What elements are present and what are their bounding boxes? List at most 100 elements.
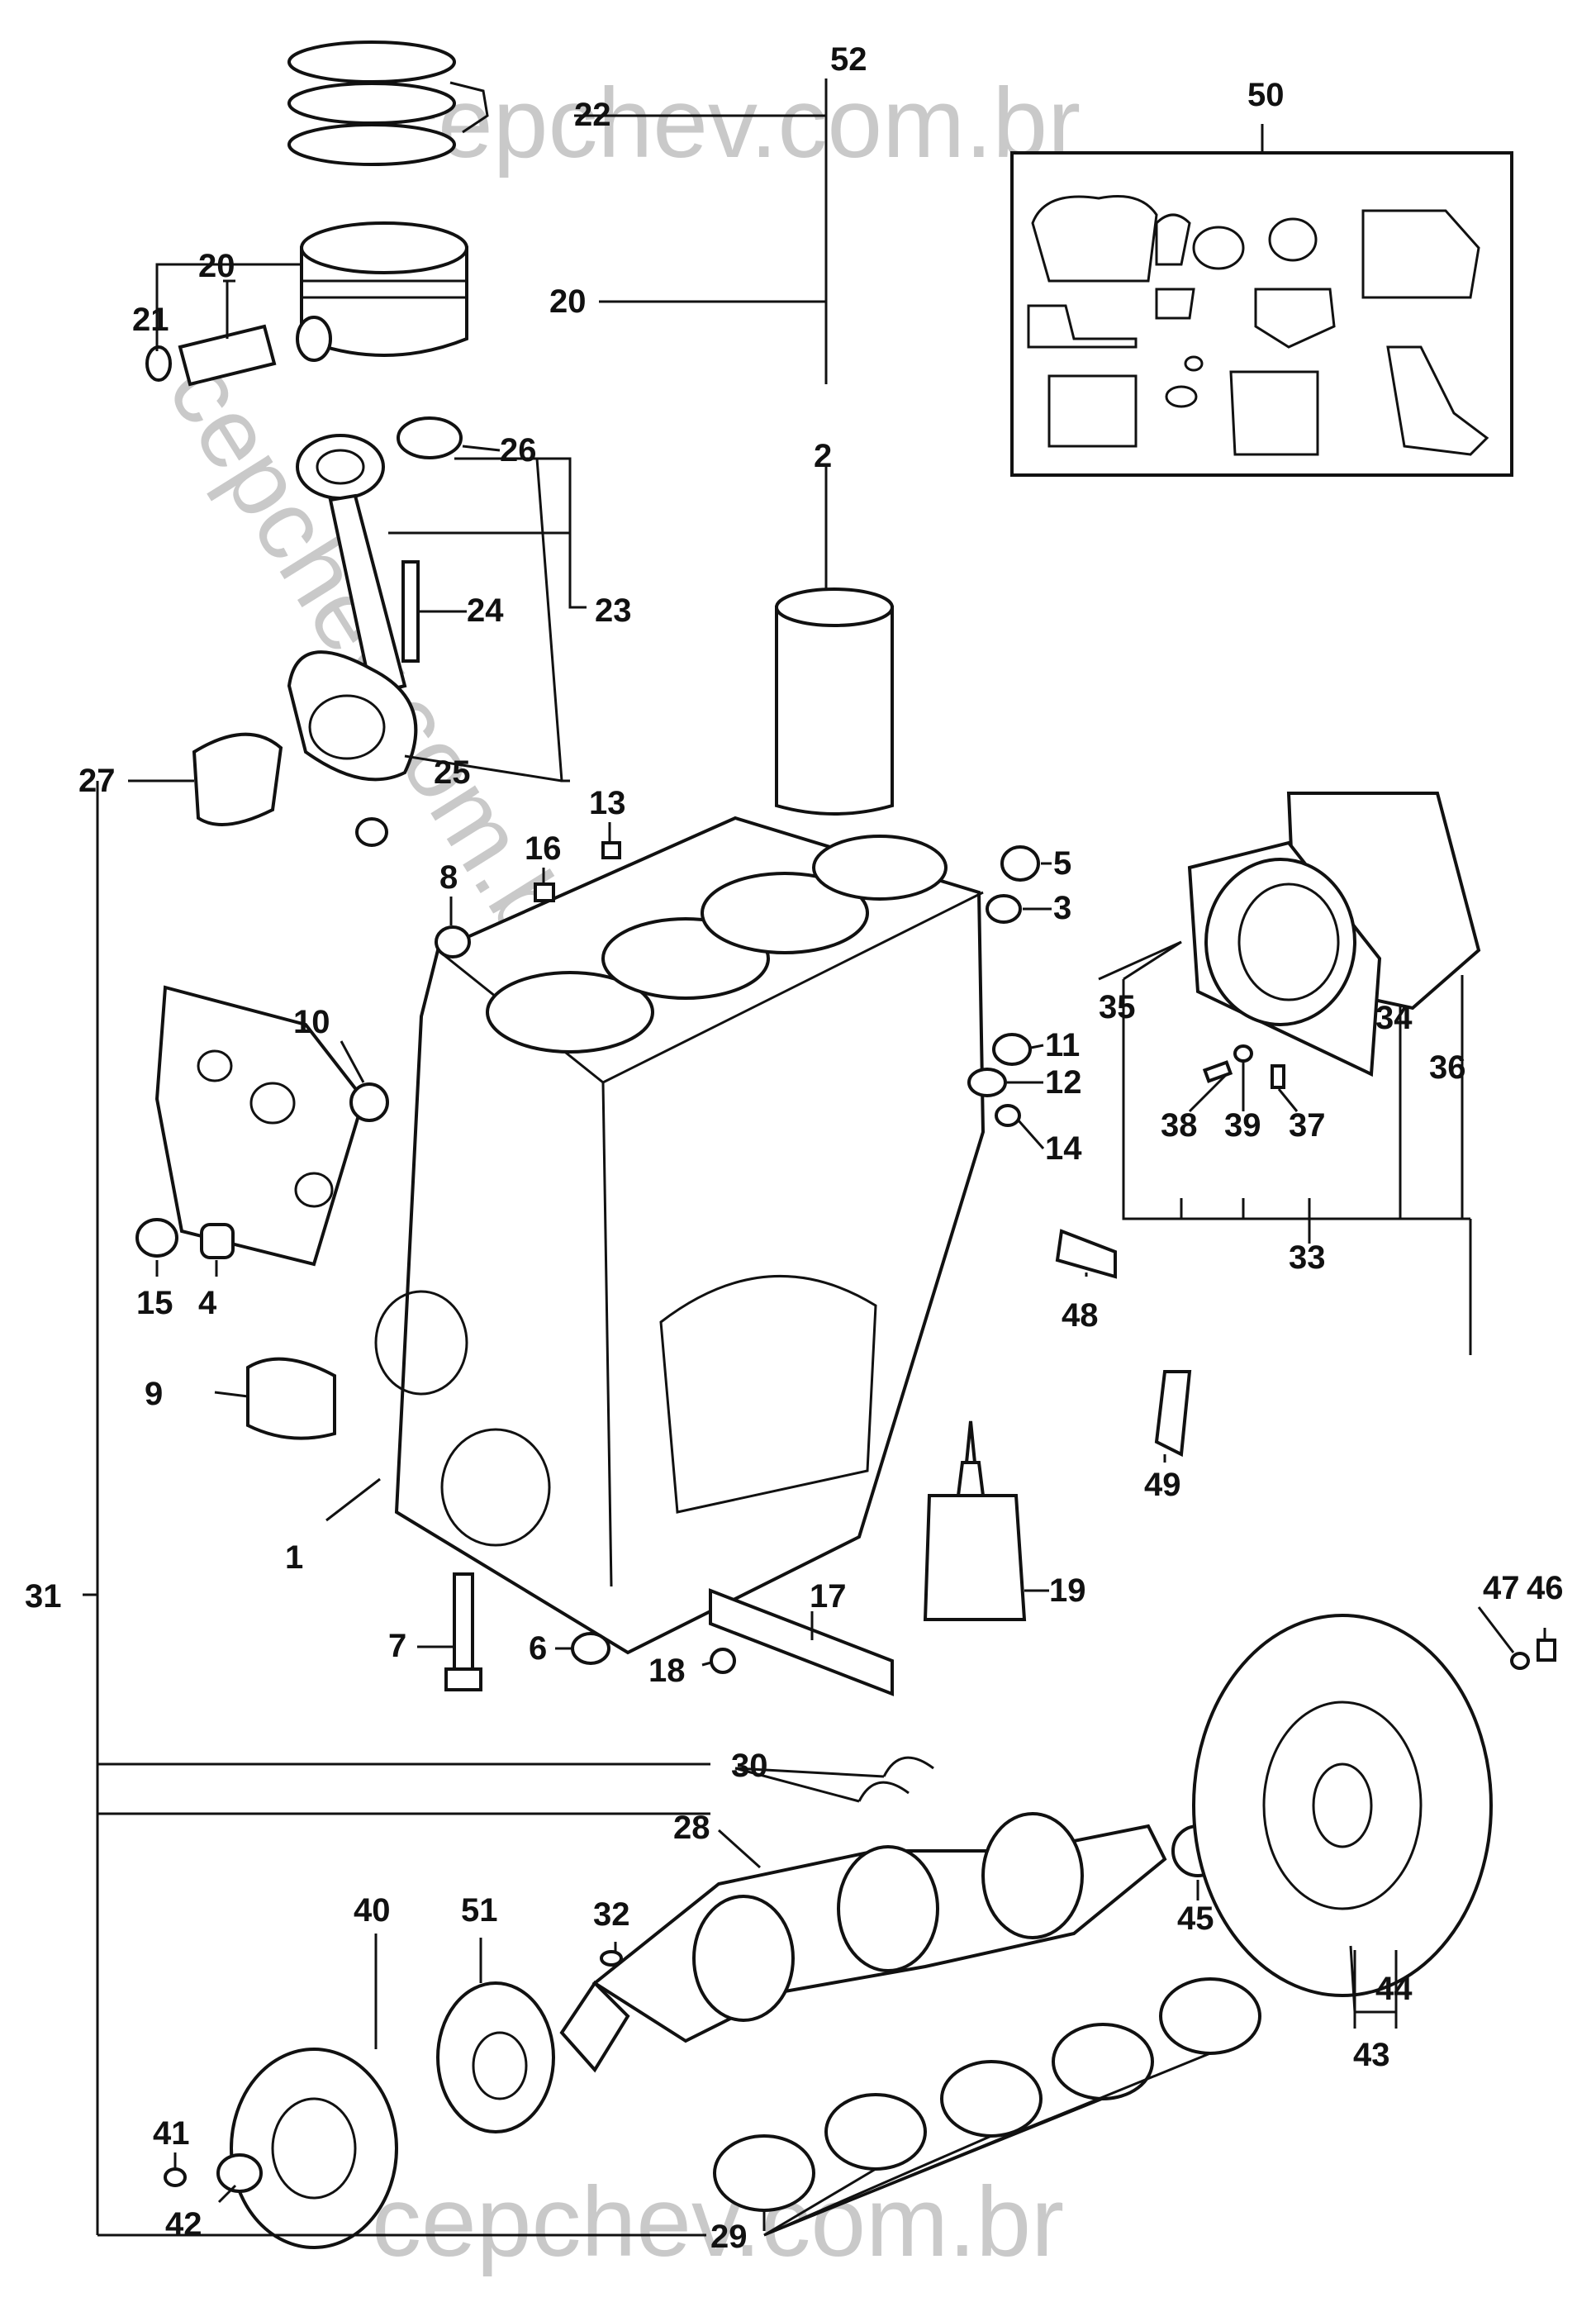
rod-nut xyxy=(355,817,388,847)
callout-23: 23 xyxy=(595,592,632,629)
callout-6: 6 xyxy=(529,1630,547,1667)
washer-39 xyxy=(1233,1044,1253,1063)
piston-pin xyxy=(178,324,277,387)
plug-16 xyxy=(534,882,555,902)
callout-52: 52 xyxy=(830,41,867,78)
rear-seal-housing xyxy=(1187,840,1382,1077)
callout-32: 32 xyxy=(593,1896,630,1933)
callout-39: 39 xyxy=(1224,1107,1261,1144)
bolt-38 xyxy=(1202,1060,1233,1083)
plug-13 xyxy=(601,841,621,859)
callout-44: 44 xyxy=(1375,1971,1413,2007)
sleeve-6 xyxy=(571,1632,610,1665)
callout-3: 3 xyxy=(1053,890,1071,926)
plug-11 xyxy=(992,1033,1032,1066)
callout-49: 49 xyxy=(1144,1467,1181,1503)
callout-9: 9 xyxy=(145,1376,163,1412)
sealant-bottle-19 xyxy=(923,1420,1027,1621)
callout-31: 31 xyxy=(25,1578,62,1615)
washer-12 xyxy=(967,1068,1007,1097)
callout-46: 46 xyxy=(1527,1570,1564,1606)
key-32 xyxy=(600,1950,623,1967)
main-bolt-7 xyxy=(444,1572,482,1691)
callout-27: 27 xyxy=(78,763,116,799)
cylinder-liner xyxy=(775,587,894,816)
callout-labels: 52 22 50 20 20 21 2 26 24 23 27 25 13 16… xyxy=(25,41,1564,2255)
dowel-pin-35 xyxy=(1098,940,1182,981)
callout-13: 13 xyxy=(589,785,626,821)
main-bearings-29 xyxy=(713,1977,1261,2212)
timing-gear-51 xyxy=(436,1981,555,2133)
screw-37 xyxy=(1271,1064,1285,1089)
gasket-set xyxy=(1010,151,1513,477)
watermark-top: cepchev.com.br xyxy=(388,68,1081,178)
callout-45: 45 xyxy=(1177,1900,1214,1937)
callout-5: 5 xyxy=(1053,845,1071,882)
plug-8 xyxy=(435,925,471,958)
plug-3 xyxy=(986,894,1022,924)
pin-circlip xyxy=(145,345,172,382)
callout-12: 12 xyxy=(1045,1064,1082,1101)
callout-15: 15 xyxy=(136,1285,173,1321)
callout-18: 18 xyxy=(648,1653,686,1689)
callout-35: 35 xyxy=(1099,989,1136,1025)
flywheel-bolt-46 xyxy=(1537,1639,1556,1662)
connecting-rod xyxy=(287,434,418,782)
callout-51: 51 xyxy=(461,1892,498,1929)
dowel-4 xyxy=(200,1223,235,1259)
callout-41: 41 xyxy=(153,2115,190,2152)
callout-22: 22 xyxy=(574,97,611,133)
callout-25: 25 xyxy=(434,754,471,791)
callout-7: 7 xyxy=(388,1628,406,1664)
callout-2: 2 xyxy=(814,438,832,474)
bolt-41 xyxy=(164,2167,187,2187)
screw-18 xyxy=(710,1648,736,1674)
callout-30: 30 xyxy=(731,1748,768,1784)
fitting-14 xyxy=(995,1104,1021,1127)
clip-49 xyxy=(1154,1370,1192,1458)
callout-38: 38 xyxy=(1161,1107,1198,1144)
callout-19: 19 xyxy=(1049,1572,1086,1609)
callout-14: 14 xyxy=(1045,1130,1082,1167)
callout-17: 17 xyxy=(810,1578,847,1615)
callout-29: 29 xyxy=(710,2219,748,2255)
washer-42 xyxy=(216,2153,263,2193)
cam-bushing-9 xyxy=(246,1357,336,1440)
callout-1: 1 xyxy=(285,1539,303,1576)
crankshaft xyxy=(559,1812,1167,2073)
plug-5 xyxy=(1000,845,1040,882)
oil-seal-cover-plate xyxy=(154,985,366,1267)
bearing-cap-17 xyxy=(709,1588,894,1696)
expansion-plug-10 xyxy=(349,1082,389,1122)
callout-47: 47 xyxy=(1483,1570,1520,1606)
callout-36: 36 xyxy=(1429,1049,1466,1086)
thrust-washers-30 xyxy=(857,1756,934,1802)
callout-40: 40 xyxy=(354,1892,391,1929)
callout-26: 26 xyxy=(500,432,537,469)
washer-47 xyxy=(1510,1652,1530,1670)
crank-pulley-40 xyxy=(230,2048,398,2249)
callout-20-right: 20 xyxy=(549,283,587,320)
callout-21: 21 xyxy=(132,302,169,338)
callout-20-left: 20 xyxy=(198,248,235,284)
piston xyxy=(296,221,468,362)
callout-11: 11 xyxy=(1045,1027,1080,1063)
small-end-bushing xyxy=(397,416,463,459)
callout-50: 50 xyxy=(1247,77,1285,113)
callout-43: 43 xyxy=(1353,2037,1390,2073)
seal-15 xyxy=(135,1218,178,1258)
piston-rings xyxy=(287,40,456,166)
callout-42: 42 xyxy=(165,2206,202,2243)
callout-4: 4 xyxy=(198,1285,217,1321)
rod-bolt xyxy=(401,560,420,663)
rod-bearing xyxy=(192,732,283,826)
callout-37: 37 xyxy=(1289,1107,1326,1144)
callout-8: 8 xyxy=(439,859,458,896)
oil-pressure-sensor-48 xyxy=(1055,1229,1117,1279)
callout-34: 34 xyxy=(1375,1000,1413,1036)
callout-28: 28 xyxy=(673,1810,710,1846)
callout-16: 16 xyxy=(525,830,562,867)
cylinder-block xyxy=(374,816,986,1655)
callout-24: 24 xyxy=(467,592,504,629)
